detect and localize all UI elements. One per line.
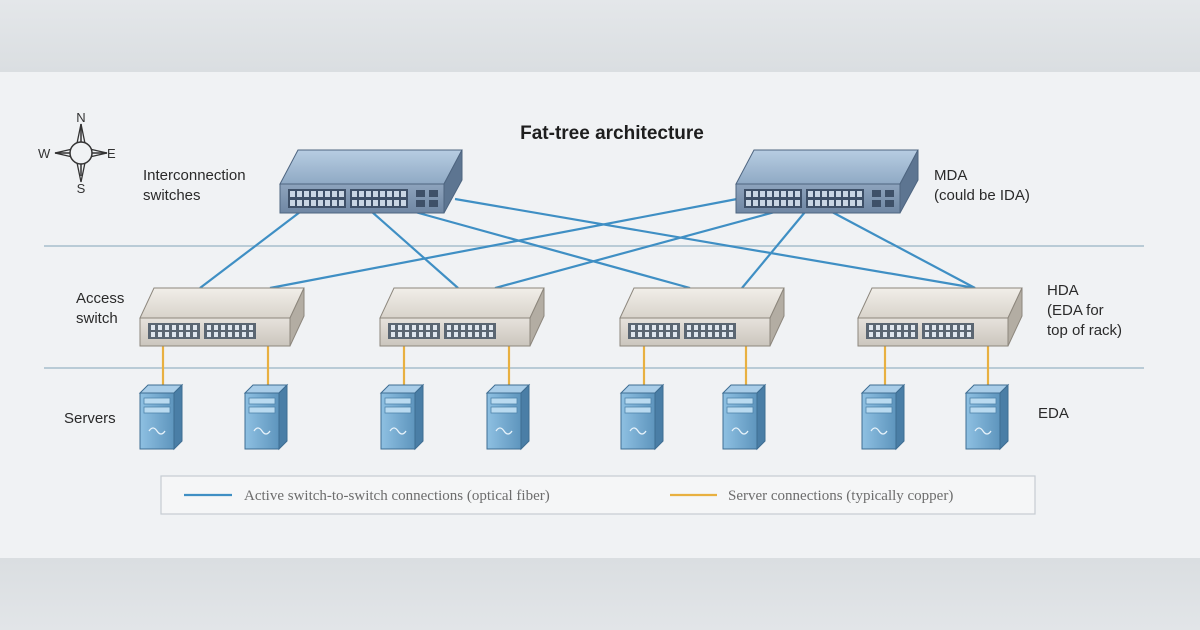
interconnection-switch-left xyxy=(279,149,463,214)
access-switch-3 xyxy=(619,287,785,347)
compass-east: E xyxy=(107,146,116,161)
fiber-link xyxy=(741,211,806,289)
mda-label-line1: MDA xyxy=(934,167,967,184)
legend: Active switch-to-switch connections (opt… xyxy=(160,475,1036,515)
compass-west: W xyxy=(38,146,51,161)
interconnection-label-line1: Interconnection xyxy=(143,167,246,184)
mda-label: MDA (could be IDA) xyxy=(934,167,1030,204)
servers-label: Servers xyxy=(64,410,116,427)
fiber-link xyxy=(831,211,976,289)
hda-label-line1: HDA xyxy=(1047,282,1079,299)
bottom-band xyxy=(0,558,1200,630)
hda-label: HDA (EDA for top of rack) xyxy=(1047,282,1122,339)
fiber-links xyxy=(199,197,976,290)
access-switch-2 xyxy=(379,287,545,347)
access-switch-1 xyxy=(139,287,305,347)
fiber-link xyxy=(371,211,459,289)
interconnection-switch-right xyxy=(735,149,919,214)
legend-fiber-label: Active switch-to-switch connections (opt… xyxy=(244,488,550,504)
server-icon xyxy=(243,383,289,451)
server-icon xyxy=(138,383,184,451)
compass-icon: N E S W xyxy=(38,110,116,196)
server-icon xyxy=(721,383,767,451)
fiber-link xyxy=(414,210,691,290)
server-icon xyxy=(379,383,425,451)
server-icon xyxy=(485,383,531,451)
fiber-link xyxy=(269,197,738,290)
server-icon xyxy=(964,383,1010,451)
access-switch-label: Access switch xyxy=(76,290,129,327)
server-icon xyxy=(619,383,665,451)
fiber-link xyxy=(494,210,776,290)
fiber-link xyxy=(199,211,301,289)
interconnection-label: Interconnection switches xyxy=(143,167,250,204)
top-band xyxy=(0,0,1200,72)
hda-label-line2: (EDA for xyxy=(1047,302,1104,319)
copper-links xyxy=(161,346,990,385)
compass-north: N xyxy=(76,110,85,125)
interconnection-label-line2: switches xyxy=(143,187,201,204)
diagram-title: Fat-tree architecture xyxy=(520,123,704,144)
mda-label-line2: (could be IDA) xyxy=(934,187,1030,204)
server-icon xyxy=(860,383,906,451)
access-label-line2: switch xyxy=(76,310,118,327)
hda-label-line3: top of rack) xyxy=(1047,322,1122,339)
servers xyxy=(138,383,1010,451)
fiber-link xyxy=(454,197,976,290)
access-switches xyxy=(139,287,1023,347)
compass-south: S xyxy=(77,181,86,196)
eda-label: EDA xyxy=(1038,405,1069,422)
access-switch-4 xyxy=(857,287,1023,347)
legend-copper-label: Server connections (typically copper) xyxy=(728,488,953,504)
access-label-line1: Access xyxy=(76,290,124,307)
